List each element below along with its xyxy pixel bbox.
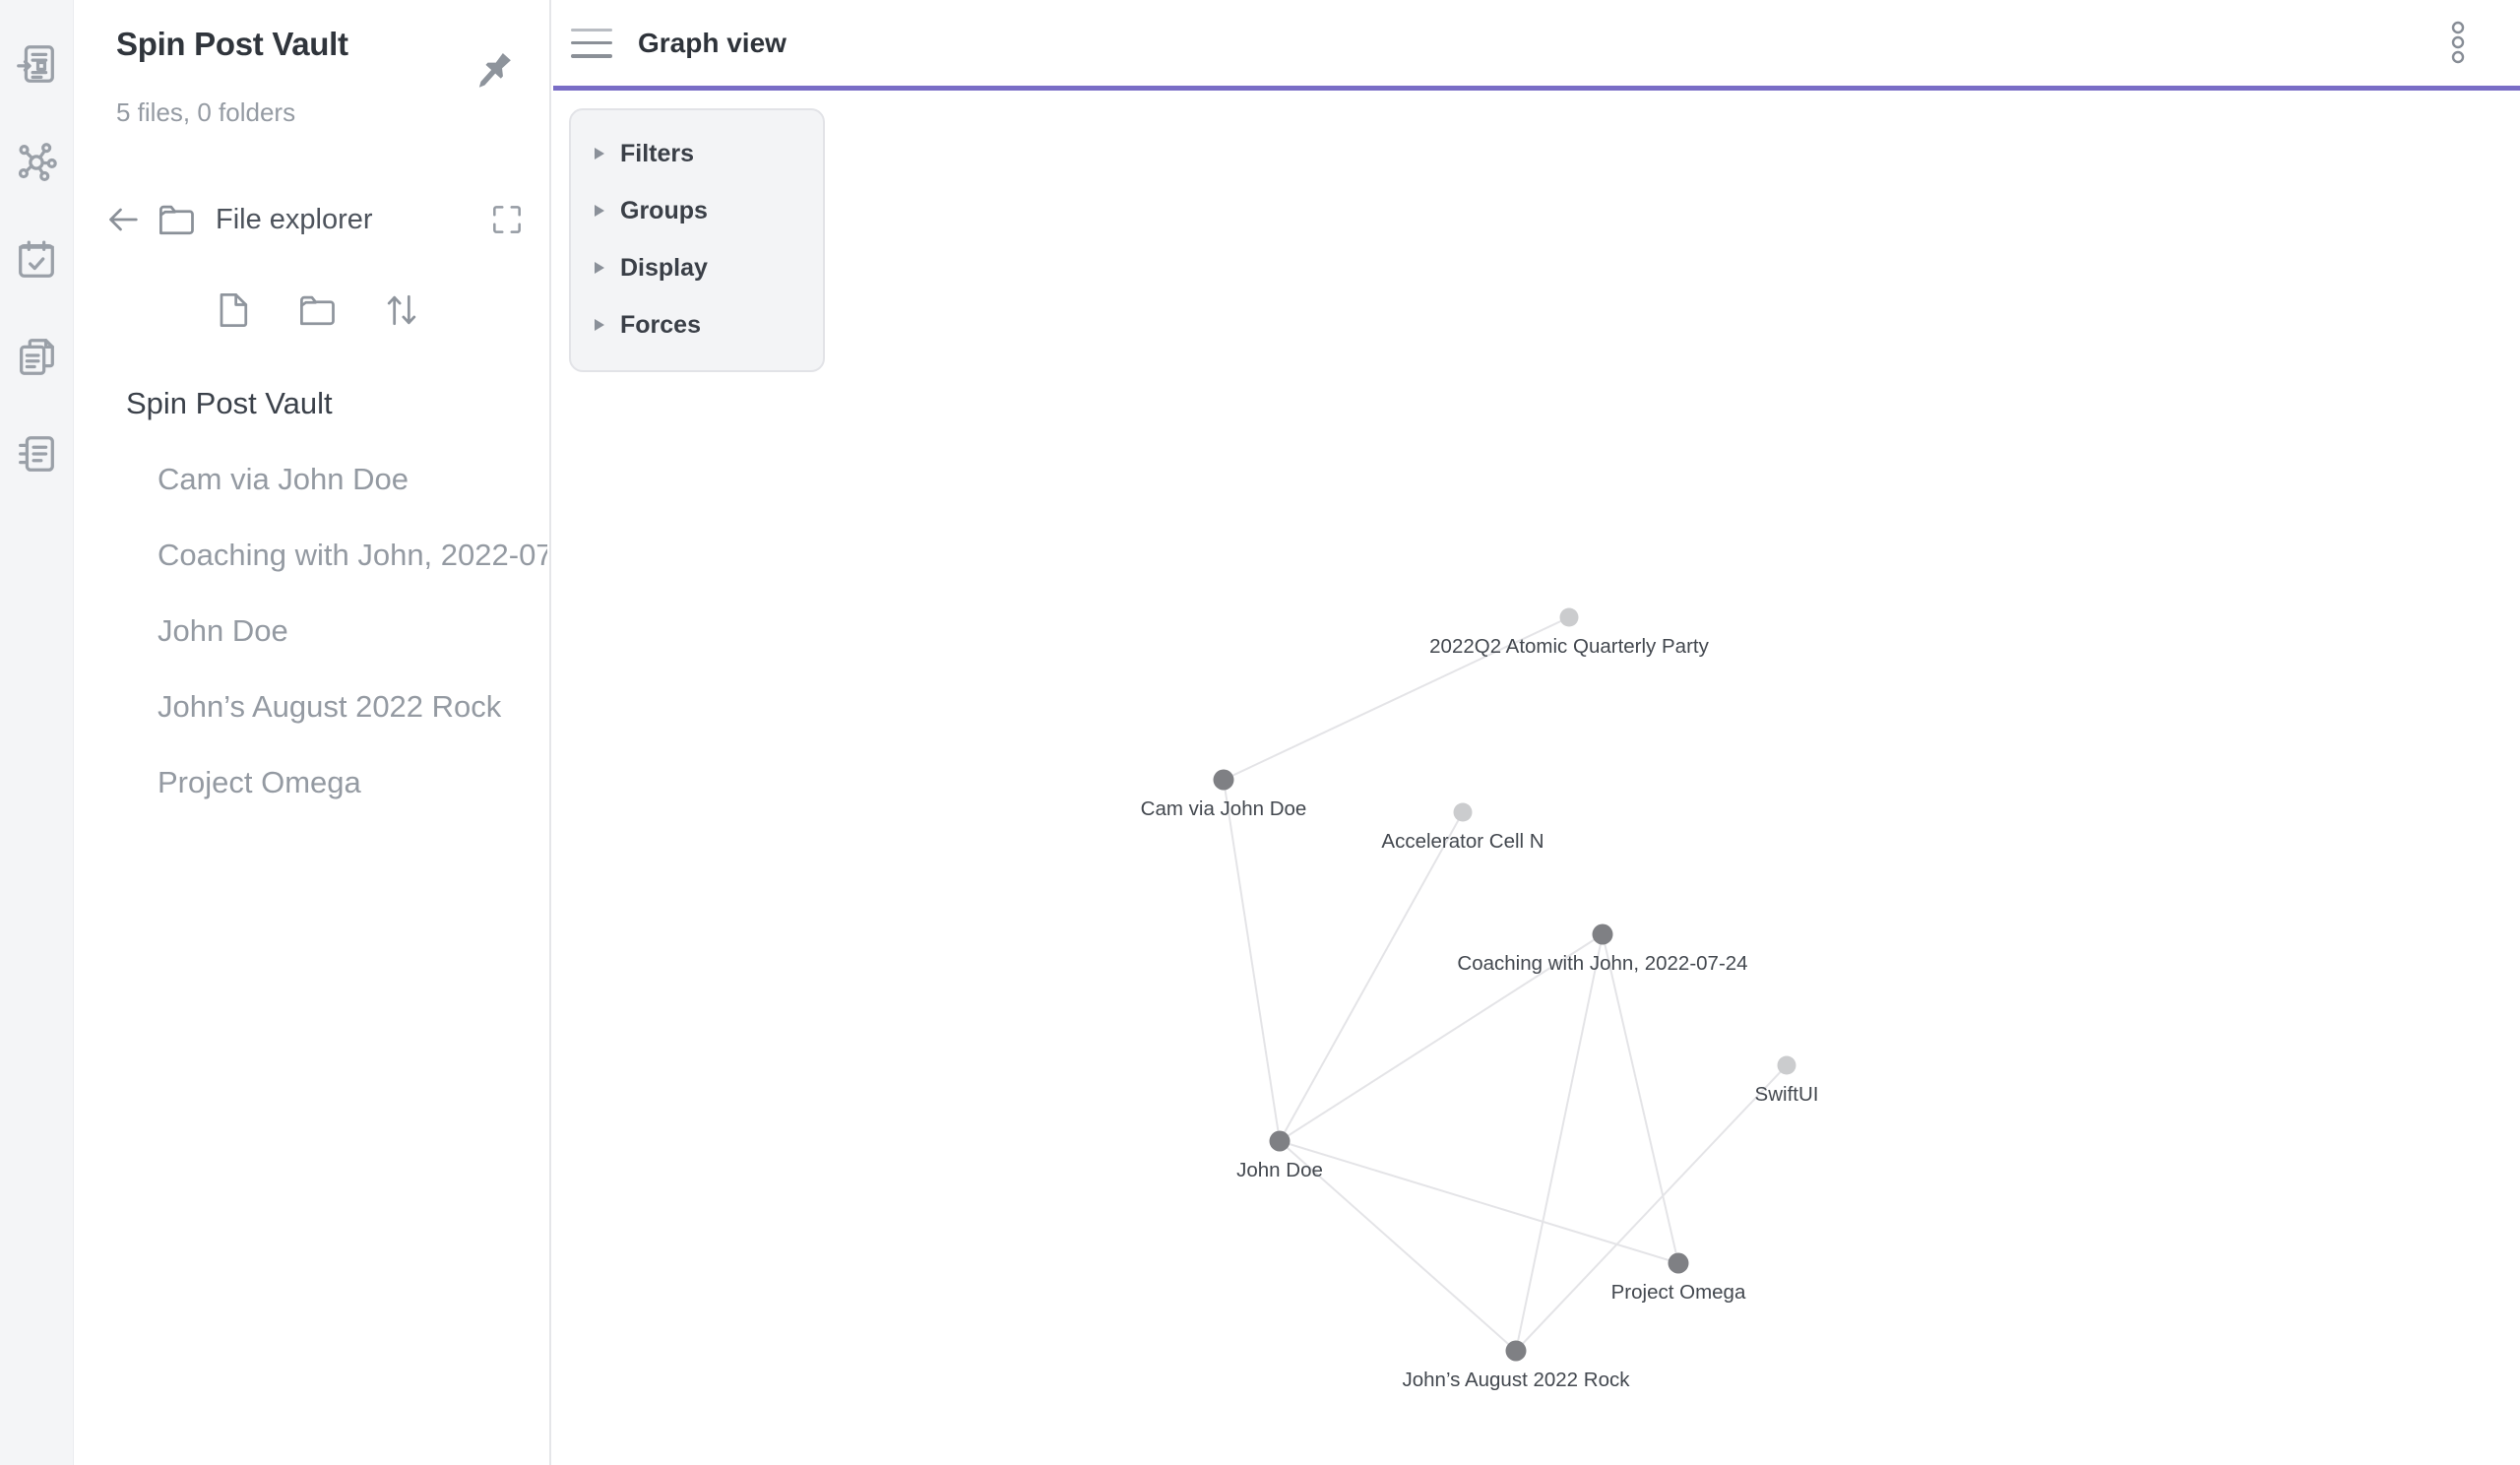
documents-copy-icon[interactable] bbox=[14, 334, 59, 379]
folder-icon bbox=[155, 198, 198, 241]
ribbon bbox=[0, 0, 74, 1465]
vault-stats: 5 files, 0 folders bbox=[116, 97, 296, 127]
main-header: Graph view bbox=[553, 0, 2520, 91]
section-label: Forces bbox=[620, 310, 701, 339]
collapse-triangle-icon bbox=[595, 205, 604, 217]
graph-settings-section-filters[interactable]: Filters bbox=[571, 125, 823, 182]
graph-node[interactable] bbox=[1592, 924, 1613, 945]
collapse-triangle-icon bbox=[595, 148, 604, 159]
graph-edge bbox=[1223, 616, 1570, 781]
file-tree-item[interactable]: John Doe bbox=[158, 612, 288, 648]
file-tree-item[interactable]: John’s August 2022 Rock bbox=[158, 688, 502, 724]
graph-settings-section-forces[interactable]: Forces bbox=[571, 296, 823, 353]
graph-settings-section-display[interactable]: Display bbox=[571, 239, 823, 296]
graph-edge bbox=[1602, 933, 1679, 1264]
graph-node-label: SwiftUI bbox=[1755, 1083, 1819, 1106]
graph-node-label: 2022Q2 Atomic Quarterly Party bbox=[1429, 635, 1709, 658]
file-tree-item[interactable]: Cam via John Doe bbox=[158, 461, 410, 496]
pane-header: File explorer bbox=[103, 193, 526, 246]
hamburger-menu-icon[interactable] bbox=[571, 27, 612, 60]
calendar-check-icon[interactable] bbox=[14, 236, 59, 282]
graph-edge bbox=[1279, 811, 1464, 1142]
graph-node-label: Coaching with John, 2022-07-24 bbox=[1457, 952, 1747, 975]
graph-edge bbox=[1279, 1140, 1679, 1264]
more-options-icon[interactable] bbox=[2445, 16, 2471, 71]
explorer-actions bbox=[211, 288, 423, 332]
vault-title: Spin Post Vault bbox=[116, 26, 348, 62]
graph-settings-section-groups[interactable]: Groups bbox=[571, 182, 823, 239]
file-tree-item[interactable]: Coaching with John, 2022-07-24 bbox=[158, 537, 547, 572]
sidebar-file-explorer: Spin Post Vault 5 files, 0 folders File … bbox=[74, 0, 551, 1465]
graph-edge bbox=[1515, 1064, 1788, 1352]
new-file-icon[interactable] bbox=[211, 288, 254, 332]
collapse-triangle-icon bbox=[595, 262, 604, 274]
graph-node-label: Accelerator Cell N bbox=[1381, 830, 1544, 853]
graph-view-icon[interactable] bbox=[14, 139, 59, 184]
back-arrow-icon[interactable] bbox=[103, 200, 143, 239]
pin-icon[interactable] bbox=[467, 45, 520, 98]
expand-icon[interactable] bbox=[488, 201, 526, 238]
section-label: Filters bbox=[620, 139, 695, 167]
graph-node-label: John’s August 2022 Rock bbox=[1403, 1369, 1631, 1391]
page-title: Graph view bbox=[638, 27, 787, 58]
graph-node-label: Cam via John Doe bbox=[1141, 797, 1307, 820]
graph-edge bbox=[1279, 1140, 1517, 1352]
graph-node-label: John Doe bbox=[1236, 1159, 1323, 1181]
graph-node[interactable] bbox=[1213, 769, 1234, 791]
collapse-triangle-icon bbox=[595, 319, 604, 331]
pane-title: File explorer bbox=[216, 203, 373, 235]
graph-edge bbox=[1223, 779, 1281, 1142]
graph-node[interactable] bbox=[1777, 1055, 1796, 1075]
graph-node[interactable] bbox=[1269, 1130, 1291, 1152]
graph-node[interactable] bbox=[1668, 1252, 1689, 1274]
graph-node[interactable] bbox=[1559, 607, 1579, 627]
section-label: Display bbox=[620, 253, 708, 282]
graph-edge bbox=[1279, 933, 1604, 1142]
tree-root-folder[interactable]: Spin Post Vault bbox=[126, 385, 333, 420]
file-tree-item[interactable]: Project Omega bbox=[158, 764, 361, 799]
graph-node-label: Project Omega bbox=[1611, 1281, 1746, 1304]
graph-edge bbox=[1515, 933, 1604, 1352]
new-folder-icon[interactable] bbox=[295, 288, 339, 332]
notebook-icon[interactable] bbox=[14, 431, 59, 477]
document-import-icon[interactable] bbox=[14, 41, 59, 87]
graph-node[interactable] bbox=[1453, 802, 1473, 822]
sort-order-icon[interactable] bbox=[380, 288, 423, 332]
section-label: Groups bbox=[620, 196, 708, 224]
graph-node[interactable] bbox=[1505, 1340, 1527, 1362]
